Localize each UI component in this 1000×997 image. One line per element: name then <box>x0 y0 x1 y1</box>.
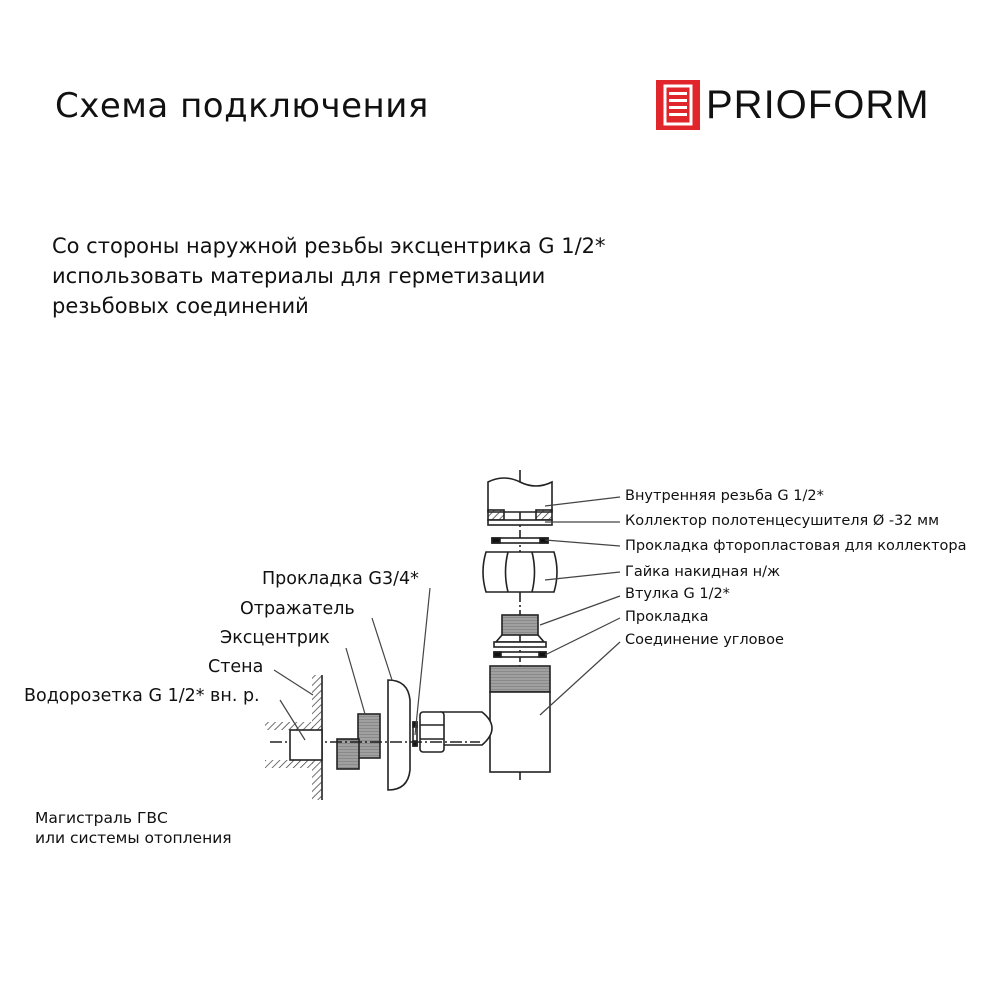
label-reflector: Отражатель <box>240 599 355 619</box>
page-title: Схема подключения <box>55 86 429 126</box>
label-water-socket: Водорозетка G 1/2* вн. р. <box>24 686 260 706</box>
label-inner-thread: Внутренняя резьба G 1/2* <box>625 488 824 504</box>
footer-line: или системы отопления <box>35 829 232 847</box>
label-wall: Стена <box>208 657 264 677</box>
label-collector: Коллектор полотенцесушителя Ø -32 мм <box>625 513 940 529</box>
label-angle-connection: Соединение угловое <box>625 632 784 648</box>
label-bushing: Втулка G 1/2* <box>625 586 730 602</box>
label-gasket: Прокладка <box>625 609 709 625</box>
sealing-note: Со стороны наружной резьбы эксцентрика G… <box>52 231 606 321</box>
footer-note: Магистраль ГВС или системы отопления <box>35 808 232 848</box>
footer-line: Магистраль ГВС <box>35 809 168 827</box>
label-ptfe-gasket: Прокладка фторопластовая для коллектора <box>625 538 967 554</box>
label-union-nut: Гайка накидная н/ж <box>625 564 781 580</box>
label-eccentric: Эксцентрик <box>220 628 330 648</box>
brand-logo: PRIOFORM <box>656 80 930 130</box>
note-line: Со стороны наружной резьбы эксцентрика G… <box>52 234 606 258</box>
towel-rail-icon <box>656 80 700 130</box>
note-line: использовать материалы для герметизации <box>52 264 546 288</box>
brand-name: PRIOFORM <box>706 82 930 127</box>
note-line: резьбовых соединений <box>52 294 309 318</box>
label-gasket-g34: Прокладка G3/4* <box>262 569 419 589</box>
